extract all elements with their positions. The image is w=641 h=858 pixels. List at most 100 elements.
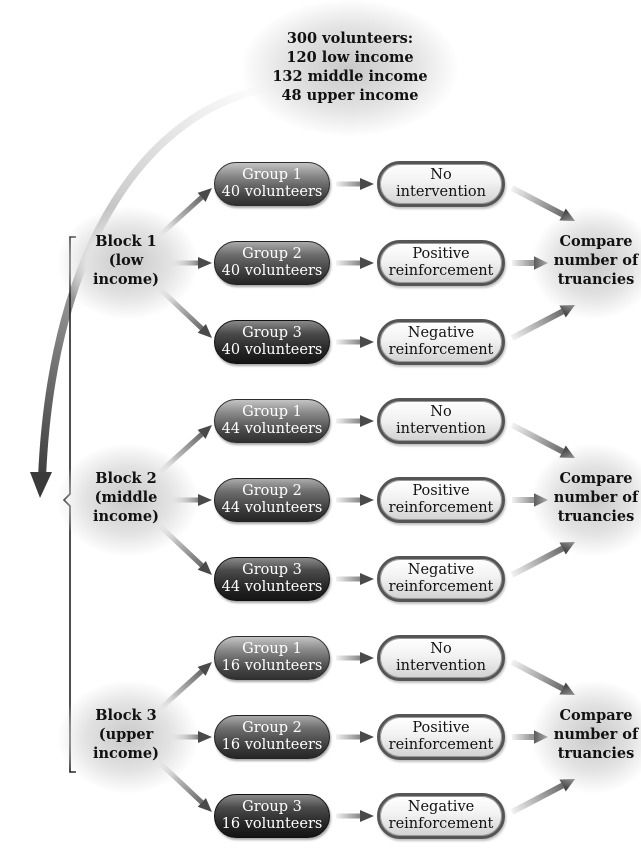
group-count: 16 volunteers [221,737,323,753]
treatment-line: No [430,166,452,183]
treatment-line: intervention [396,658,486,674]
block-glow [58,207,198,319]
compare-glow [532,207,641,319]
treatment-line: reinforcement [388,579,494,595]
block-glow [58,444,198,556]
compare-label-line: Compare [559,470,633,487]
treatment-line: Negative [407,324,475,341]
group-name: Group 3 [242,324,302,341]
treatment-line: No [430,640,452,657]
treatment-line: reinforcement [388,737,494,753]
group-count: 16 volunteers [221,658,323,674]
group-name: Group 2 [242,482,302,499]
group-count: 40 volunteers [221,263,323,279]
treatment-line: Negative [407,561,475,578]
group-count: 44 volunteers [221,579,323,595]
compare-label-line: truancies [557,270,635,288]
treatment-line: reinforcement [388,816,494,832]
population-glow [242,0,458,136]
compare-label-line: number of [553,725,639,743]
block-label-line: income) [93,270,159,288]
assignment-arrowhead [30,472,52,498]
group-name: Group 3 [242,798,302,815]
group-name: Group 1 [242,166,302,183]
group-count: 16 volunteers [221,816,323,832]
group-count: 40 volunteers [221,342,323,358]
group-name: Group 3 [242,561,302,578]
group-name: Group 1 [242,403,302,420]
treatment-line: intervention [396,184,486,200]
compare-glow [532,681,641,793]
group-to-treatment-arrow [336,494,374,506]
treatment-line: Positive [412,719,470,736]
group-to-treatment-arrow [336,810,374,822]
group-to-treatment-arrow [336,336,374,348]
block-label-line: (upper [98,725,154,743]
treatment-line: Positive [412,245,470,262]
compare-label-line: number of [553,251,639,269]
group-name: Group 1 [242,640,302,657]
treatment-line: reinforcement [388,500,494,516]
group-to-treatment-arrow [336,573,374,585]
compare-glow [532,444,641,556]
population-middle-income: 132 middle income [272,67,428,85]
compare-label-line: truancies [557,744,635,762]
block-label-line: Block 2 [95,470,157,487]
treatment-line: reinforcement [388,342,494,358]
group-name: Group 2 [242,719,302,736]
group-name: Group 2 [242,245,302,262]
treatment-line: Positive [412,482,470,499]
block-label-line: Block 1 [95,233,157,250]
assignment-arrow [38,84,272,482]
block-label-line: income) [93,507,159,525]
population-upper-income: 48 upper income [281,86,419,104]
group-to-treatment-arrow [336,652,374,664]
treatment-line: intervention [396,421,486,437]
population-low-income: 120 low income [286,48,414,66]
group-count: 44 volunteers [221,500,323,516]
group-to-treatment-arrow [336,257,374,269]
block-label-line: Block 3 [95,707,157,724]
treatment-line: Negative [407,798,475,815]
compare-label-line: truancies [557,507,635,525]
group-count: 44 volunteers [221,421,323,437]
compare-label-line: Compare [559,707,633,724]
block-label-line: income) [93,744,159,762]
group-count: 40 volunteers [221,184,323,200]
treatment-line: reinforcement [388,263,494,279]
compare-label-line: number of [553,488,639,506]
compare-label-line: Compare [559,233,633,250]
block-label-line: (middle [94,488,158,506]
group-to-treatment-arrow [336,415,374,427]
population-total: 300 volunteers: [286,30,414,47]
group-to-treatment-arrow [336,731,374,743]
block-glow [58,681,198,793]
treatment-line: No [430,403,452,420]
group-to-treatment-arrow [336,178,374,190]
block-label-line: (low [108,251,144,269]
